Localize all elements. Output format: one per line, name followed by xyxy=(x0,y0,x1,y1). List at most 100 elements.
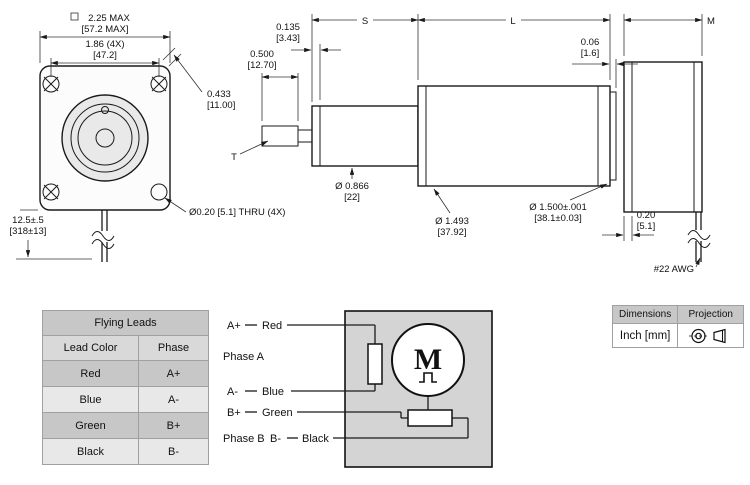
step-pulse-icon xyxy=(419,372,437,383)
lead-phase-cell: A- xyxy=(138,386,209,413)
dim-width-in: 2.25 MAX xyxy=(88,13,130,24)
dim-step-mm: [3.43] xyxy=(276,33,300,44)
lead-color-cell: Red xyxy=(42,360,139,387)
lead-color-cell: Black xyxy=(42,438,139,465)
lead-b-plus-label: B+ xyxy=(227,407,241,419)
dim-thread-length: 0.500 [12.70] xyxy=(247,49,299,121)
side-view: S L M 0.135 [3.43] xyxy=(231,14,716,275)
lead-color-cell: Green xyxy=(42,412,139,439)
dim-lead-length: 12.5±.5 [318±13] xyxy=(10,209,92,260)
rear-pilot-step xyxy=(609,91,617,181)
info-header-row: Dimensions Projection xyxy=(611,305,745,324)
dimensions-units-value: Inch [mm] xyxy=(611,323,679,348)
dim-pilot-mm: [38.1±0.03] xyxy=(534,213,581,224)
leads-col-color: Lead Color xyxy=(42,335,139,361)
motor-symbol-circle xyxy=(391,323,465,397)
dimensions-projection-table: Dimensions Projection Inch [mm] xyxy=(611,305,745,348)
callout-thread: T xyxy=(231,140,269,163)
leads-col-phase: Phase xyxy=(138,335,209,361)
motor-symbol-letter: M xyxy=(414,343,442,376)
lead-black-label: Black xyxy=(302,433,329,445)
dim-flange-in: 0.20 xyxy=(637,210,656,221)
dim-pilot-in: Ø 1.500±.001 xyxy=(529,202,587,213)
wiring-lines xyxy=(245,324,469,439)
mounting-hole-bottom-right xyxy=(150,183,168,201)
dim-step-in: 0.135 xyxy=(276,22,300,33)
dim-s: S xyxy=(311,16,419,27)
thread-t-label: T xyxy=(231,152,237,163)
shaft-end xyxy=(95,128,115,148)
dim-holes-mm: [47.2] xyxy=(93,50,117,61)
leads-row-black: Black B- xyxy=(42,438,209,465)
dim-thread-mm: [12.70] xyxy=(247,60,276,71)
phase-a-winding xyxy=(367,343,383,385)
dim-holes-in: 1.86 (4X) xyxy=(85,39,124,50)
front-view: 2.25 MAX [57.2 MAX] 1.86 (4X) [47.2] 0.4… xyxy=(10,12,285,262)
wire-gauge-label: #22 AWG xyxy=(654,264,694,275)
lead-green-label: Green xyxy=(262,407,293,419)
rear-housing xyxy=(623,61,703,213)
leads-table-title: Flying Leads xyxy=(42,310,209,336)
dim-thread-in: 0.500 xyxy=(250,49,274,60)
info-col-dimensions: Dimensions xyxy=(611,305,679,324)
phase-b-label: Phase B xyxy=(223,433,265,445)
leads-title-row: Flying Leads xyxy=(42,310,209,336)
wiring-diagram: M A+ Red Phase A A- Blue B+ Green Phase … xyxy=(223,310,493,468)
lead-phase-cell: B+ xyxy=(138,412,209,439)
callout-wire-gauge: #22 AWG xyxy=(654,257,701,275)
boss-detail-circle xyxy=(101,106,109,114)
dim-m: M xyxy=(623,16,715,27)
dim-rear-step: 0.06 [1.6] xyxy=(572,37,638,67)
dim-rearstep-mm: [1.6] xyxy=(581,48,600,59)
squareness-symbol xyxy=(70,12,79,21)
front-bore xyxy=(77,110,133,166)
lead-phase-cell: A+ xyxy=(138,360,209,387)
dim-thru-label: Ø0.20 [5.1] THRU (4X) xyxy=(189,207,285,218)
front-lead-wires xyxy=(90,210,118,262)
extension-lines xyxy=(311,14,703,102)
dim-boss-dia: Ø 0.866 [22] xyxy=(335,167,369,203)
dim-rearstep-in: 0.06 xyxy=(581,37,600,48)
dim-hole-spacing: 1.86 (4X) [47.2] xyxy=(50,39,160,77)
dim-body-mm: [37.92] xyxy=(437,227,466,238)
dim-flange: 0.20 [5.1] xyxy=(602,210,655,241)
lead-blue-label: Blue xyxy=(262,386,284,398)
dim-corner-in: 0.433 xyxy=(207,89,231,100)
dim-flange-mm: [5.1] xyxy=(637,221,656,232)
dim-width-mm: [57.2 MAX] xyxy=(82,24,129,35)
motor-dimension-drawing: 2.25 MAX [57.2 MAX] 1.86 (4X) [47.2] 0.4… xyxy=(10,12,716,275)
front-housing-tube xyxy=(311,105,419,167)
lead-a-plus-label: A+ xyxy=(227,320,241,332)
info-col-projection: Projection xyxy=(677,305,745,324)
dim-body-dia: Ø 1.493 [37.92] xyxy=(433,188,469,238)
dim-pilot-dia: Ø 1.500±.001 [38.1±0.03] xyxy=(529,183,608,224)
dim-lead-mm: [318±13] xyxy=(10,226,47,237)
info-value-row: Inch [mm] xyxy=(611,323,745,348)
dim-body-in: Ø 1.493 xyxy=(435,216,469,227)
dim-l-label: L xyxy=(510,16,515,27)
third-angle-projection-icon xyxy=(688,328,726,343)
leads-row-red: Red A+ xyxy=(42,360,209,387)
dim-m-label: M xyxy=(707,16,715,27)
rear-lead-wires xyxy=(686,212,716,262)
projection-symbol-cell xyxy=(677,323,745,348)
lead-b-minus-label: B- xyxy=(270,433,281,445)
dim-overall-width: 2.25 MAX [57.2 MAX] xyxy=(39,12,171,63)
dim-lead-in: 12.5±.5 xyxy=(12,215,44,226)
lead-a-minus-label: A- xyxy=(227,386,238,398)
dim-s-label: S xyxy=(362,16,368,27)
dim-boss-mm: [22] xyxy=(344,192,360,203)
leads-row-blue: Blue A- xyxy=(42,386,209,413)
dim-boss-in: Ø 0.866 xyxy=(335,181,369,192)
front-boss-ring xyxy=(70,103,140,173)
motor-body xyxy=(417,85,611,187)
flying-leads-table: Flying Leads Lead Color Phase Red A+ Blu… xyxy=(42,310,209,465)
phase-a-label: Phase A xyxy=(223,351,265,363)
lead-phase-cell: B- xyxy=(138,438,209,465)
leads-row-green: Green B+ xyxy=(42,412,209,439)
lead-color-cell: Blue xyxy=(42,386,139,413)
dim-corner: 0.433 [11.00] xyxy=(162,47,235,111)
leads-header-row: Lead Color Phase xyxy=(42,335,209,361)
lead-red-label: Red xyxy=(262,320,282,332)
